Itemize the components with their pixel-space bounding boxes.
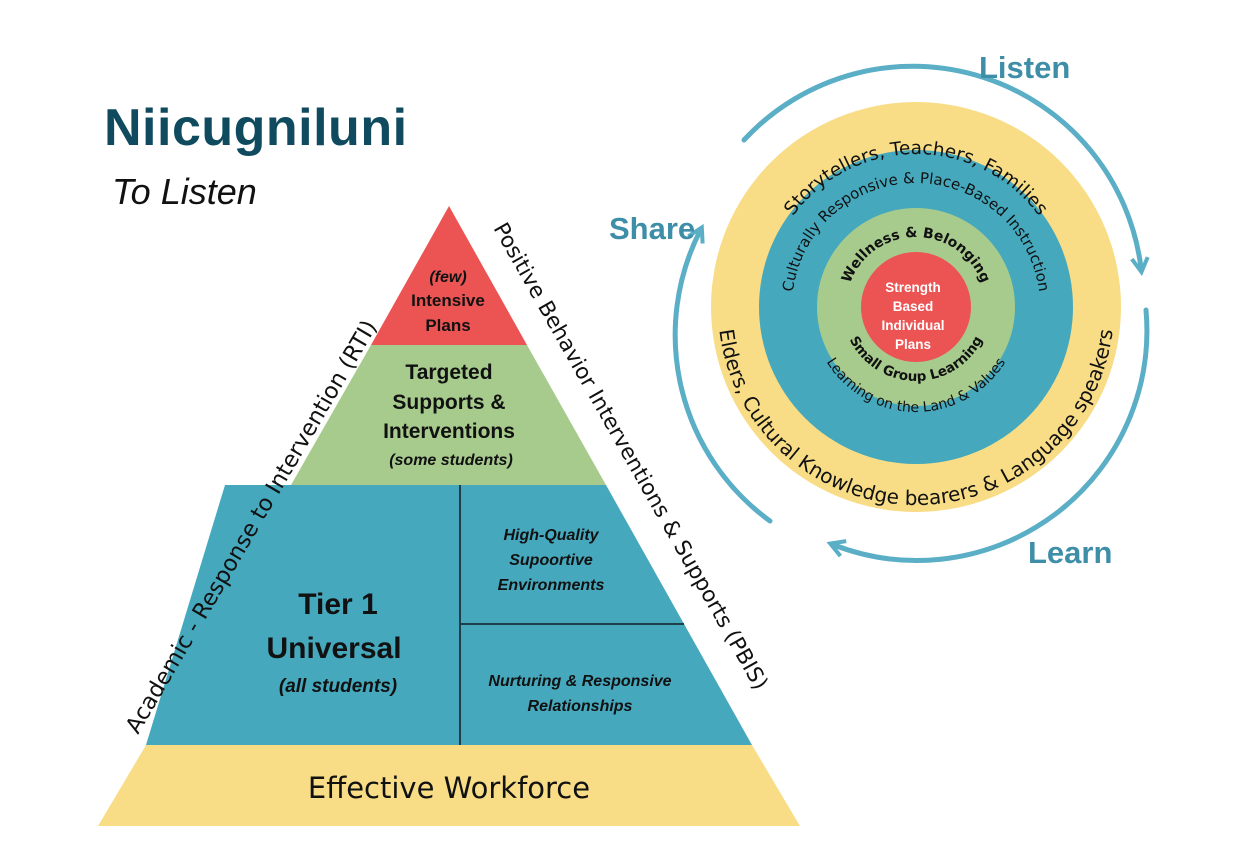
arrow-learn-to-share (826, 307, 1150, 563)
base-tier-effective-workforce (98, 745, 800, 826)
tier1-top-box-line2: Supoortive (509, 552, 593, 569)
cycle-arrows (672, 63, 1150, 563)
tier1-bottom-box-line1: Nurturing & Responsive (488, 673, 671, 690)
tier1-top-box-line1: High-Quality (503, 527, 599, 544)
tier3-label-line2: Intensive (411, 291, 485, 310)
tier1-top-box-line3: Environments (498, 577, 605, 594)
cycle-label-share: Share (609, 211, 695, 246)
tier1-label-line3: (all students) (279, 676, 397, 697)
arrow-share-to-listen (672, 223, 773, 524)
pyramid: (few) Intensive Plans Targeted Supports … (98, 206, 800, 826)
tier2-label-line4: (some students) (389, 452, 513, 469)
tier3-label-line3: Plans (425, 316, 470, 335)
tier2-targeted-band (291, 345, 606, 485)
arrow-listen-to-learn (741, 63, 1150, 276)
tier2-label-line2: Supports & (392, 391, 505, 414)
tier2-label-line1: Targeted (405, 361, 492, 384)
concentric-circles: Storytellers, Teachers, Families Elders,… (711, 102, 1121, 512)
center-label-line4: Plans (895, 337, 931, 352)
tier3-intensive-apex (371, 206, 527, 345)
tier1-label-line2: Universal (266, 632, 401, 665)
tier1-label-line1: Tier 1 (298, 588, 378, 621)
page-subtitle: To Listen (112, 171, 257, 212)
center-label-line1: Strength (885, 280, 941, 295)
cycle-label-listen: Listen (979, 50, 1070, 85)
center-label-line3: Individual (881, 318, 944, 333)
center-label-line2: Based (893, 299, 934, 314)
cycle-label-learn: Learn (1028, 535, 1112, 570)
tier2-label-line3: Interventions (383, 420, 515, 443)
tier1-universal-band (146, 485, 752, 745)
center-circle-red (861, 252, 971, 362)
base-tier-label: Effective Workforce (308, 771, 590, 805)
tier3-label-line1: (few) (429, 269, 466, 286)
tier1-bottom-box-line2: Relationships (528, 698, 633, 715)
page-title: Niicugniluni (104, 99, 408, 157)
